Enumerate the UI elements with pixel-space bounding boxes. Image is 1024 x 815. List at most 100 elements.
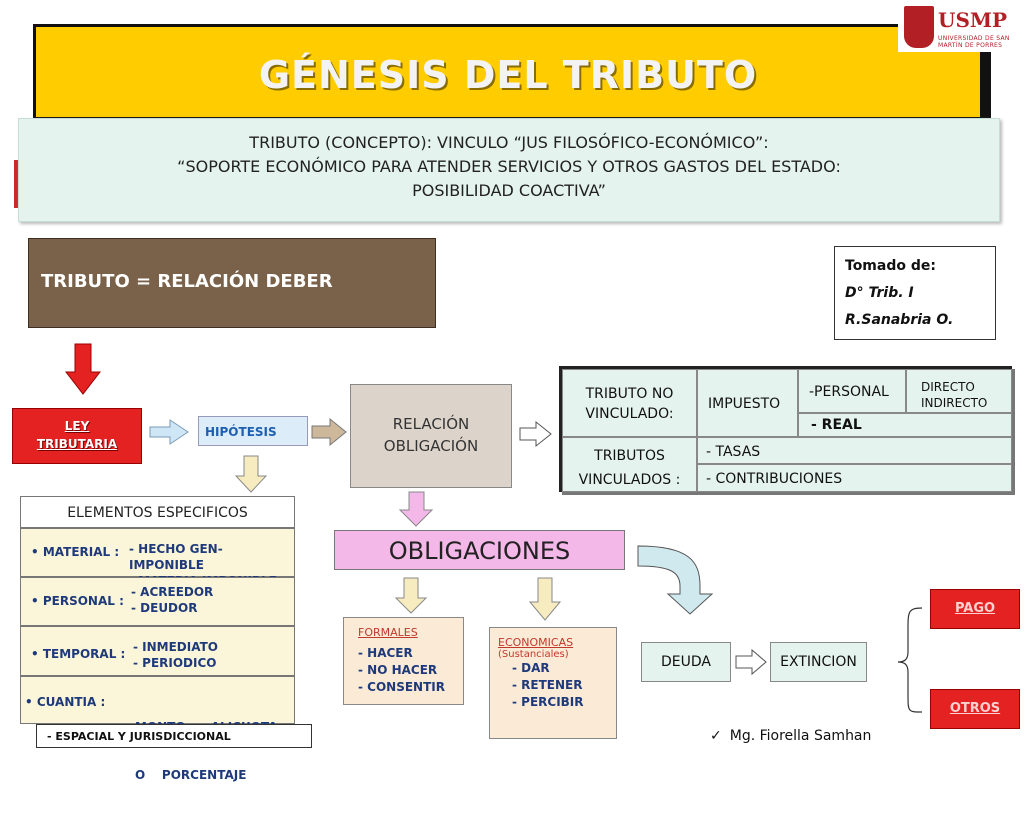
concept-line-1: TRIBUTO (CONCEPTO): VINCULO “JUS FILOSÓF… [249,133,769,152]
economicas-item: - RETENER [512,678,583,692]
ley-line-1: LEY [64,419,90,433]
contribuciones-cell: - CONTRIBUCIONES [697,464,1012,492]
classification-table: TRIBUTO NO VINCULADO: IMPUESTO -PERSONAL… [559,366,1012,492]
economicas-title: ECONOMICAS [498,636,574,649]
right-arrow-hipotesis-relacion [311,417,347,447]
temporal-v1: - INMEDIATO [133,640,218,654]
relacion-line-2: OBLIGACIÓN [383,437,479,455]
right-arrow-ley-hipotesis [149,419,189,445]
cuantia-values: MONTO, ALICUOTA O PORCENTAJE [135,687,277,815]
elemento-temporal: • TEMPORAL : - INMEDIATO - PERIODICO [20,626,295,676]
formales-list: - HACER - NO HACER - CONSENTIR [358,645,463,696]
formales-box: FORMALES - HACER - NO HACER - CONSENTIR [343,617,464,705]
usmp-logo: USMP UNIVERSIDAD DE SAN MARTÍN DE PORRES [898,2,1022,52]
author-signature: ✓ Mg. Fiorella Samhan [710,728,871,744]
slide-title: GÉNESIS DEL TRIBUTO [258,53,758,97]
formales-item: - CONSENTIR [358,680,445,694]
otros-box: OTROS [930,689,1020,729]
formales-item: - NO HACER [358,663,438,677]
vinculados-line-1: TRIBUTOS [594,448,665,464]
vinculados-line-2: VINCULADOS : [578,472,681,488]
right-arrow-deuda-extincion [735,648,767,676]
concept-line-2: “SOPORTE ECONÓMICO PARA ATENDER SERVICIO… [177,157,841,176]
elemento-personal: • PERSONAL : - ACREEDOR - DEUDOR [20,577,295,626]
elementos-header: ELEMENTOS ESPECIFICOS [20,496,295,528]
cuantia-v2: O PORCENTAJE [135,768,247,782]
impuesto-cell: IMPUESTO [697,369,798,437]
economicas-item: - DAR [512,661,550,675]
logo-subtitle: UNIVERSIDAD DE SAN MARTÍN DE PORRES [938,35,1010,49]
extincion-brace [897,607,923,713]
no-vinculado-line-2: VINCULADO: [585,406,674,422]
tasas-text: - TASAS [706,444,761,460]
relacion-deber-box: TRIBUTO = RELACIÓN DEBER [28,238,436,328]
obligaciones-text: OBLIGACIONES [388,537,571,565]
deuda-box: DEUDA [641,642,731,682]
concept-line-3: POSIBILIDAD COACTIVA” [412,181,606,200]
source-line-1: D° Trib. I [845,285,914,301]
economicas-list: - DAR - RETENER - PERCIBIR [498,660,616,711]
tasas-cell: - TASAS [697,437,1012,464]
down-arrow-relacion-obligaciones [398,491,434,527]
red-down-arrow [64,343,102,395]
temporal-label: • TEMPORAL : [31,647,126,661]
down-arrow-formales [394,577,428,614]
extincion-box: EXTINCION [770,642,867,682]
no-vinculado-line-1: TRIBUTO NO [585,386,674,402]
material-v1: - HECHO GEN-IMPONIBLE [129,542,223,572]
logo-name: USMP [938,8,1008,32]
elemento-material: • MATERIAL : - HECHO GEN-IMPONIBLE - MAT… [20,528,295,588]
personal-v1: - ACREEDOR [131,585,214,599]
real-text: - REAL [811,417,862,433]
otros-text: OTROS [949,701,1001,716]
personal-values: - ACREEDOR - DEUDOR [131,584,213,616]
impuesto-text: IMPUESTO [708,396,781,412]
formales-title: FORMALES [358,626,418,639]
title-bar: GÉNESIS DEL TRIBUTO [33,24,983,120]
personal-label: • PERSONAL : [31,594,124,608]
contribuciones-text: - CONTRIBUCIONES [706,471,843,487]
espacial-box: - ESPACIAL Y JURISDICCIONAL [36,724,312,748]
personal-cell: -PERSONAL [798,369,906,413]
elementos-header-text: ELEMENTOS ESPECIFICOS [67,505,248,521]
espacial-text: - ESPACIAL Y JURISDICCIONAL [47,730,231,743]
material-label: • MATERIAL : [31,545,120,559]
shield-icon [904,6,934,48]
ley-line-2: TRIBUTARIA [36,437,118,451]
indirecto-text: INDIRECTO [921,396,988,410]
pago-box: PAGO [930,589,1020,629]
relacion-obligacion-box: RELACIÓN OBLIGACIÓN [350,384,512,488]
deuda-text: DEUDA [661,654,711,670]
hipotesis-text: HIPÓTESIS [205,425,277,439]
vinculados-cell: TRIBUTOS VINCULADOS : [562,437,697,492]
formales-item: - HACER [358,646,413,660]
personal-text: -PERSONAL [809,384,889,400]
author-name: Mg. Fiorella Samhan [729,728,872,744]
extincion-text: EXTINCION [780,654,857,670]
real-cell: - REAL [798,413,1012,437]
economicas-subtitle: (Sustanciales) [498,649,569,660]
down-arrow-economicas [528,577,562,621]
directo-text: DIRECTO [921,380,975,394]
red-marker [14,160,20,208]
personal-v2: - DEUDOR [131,601,198,615]
curved-arrow-obligaciones-deuda [637,545,714,615]
temporal-values: - INMEDIATO - PERIODICO [133,639,218,671]
no-vinculado-cell: TRIBUTO NO VINCULADO: [562,369,697,437]
source-label: Tomado de: [845,258,936,274]
economicas-item: - PERCIBIR [512,695,584,709]
economicas-box: ECONOMICAS (Sustanciales) - DAR - RETENE… [489,627,617,739]
source-box: Tomado de: D° Trib. I R.Sanabria O. [834,246,996,340]
ley-tributaria-box: LEY TRIBUTARIA [12,408,142,464]
temporal-v2: - PERIODICO [133,656,217,670]
elemento-cuantia: • CUANTIA : MONTO, ALICUOTA O PORCENTAJE [20,676,295,782]
obligaciones-box: OBLIGACIONES [334,530,625,570]
hipotesis-box: HIPÓTESIS [198,416,308,446]
directo-indirecto-cell: DIRECTO INDIRECTO [906,369,1012,413]
pago-text: PAGO [954,601,996,616]
relacion-line-1: RELACIÓN [392,415,470,433]
checkmark-icon: ✓ [710,728,722,744]
connector-arrows [64,343,923,713]
concept-box: TRIBUTO (CONCEPTO): VINCULO “JUS FILOSÓF… [18,118,1000,222]
source-line-2: R.Sanabria O. [845,312,954,328]
